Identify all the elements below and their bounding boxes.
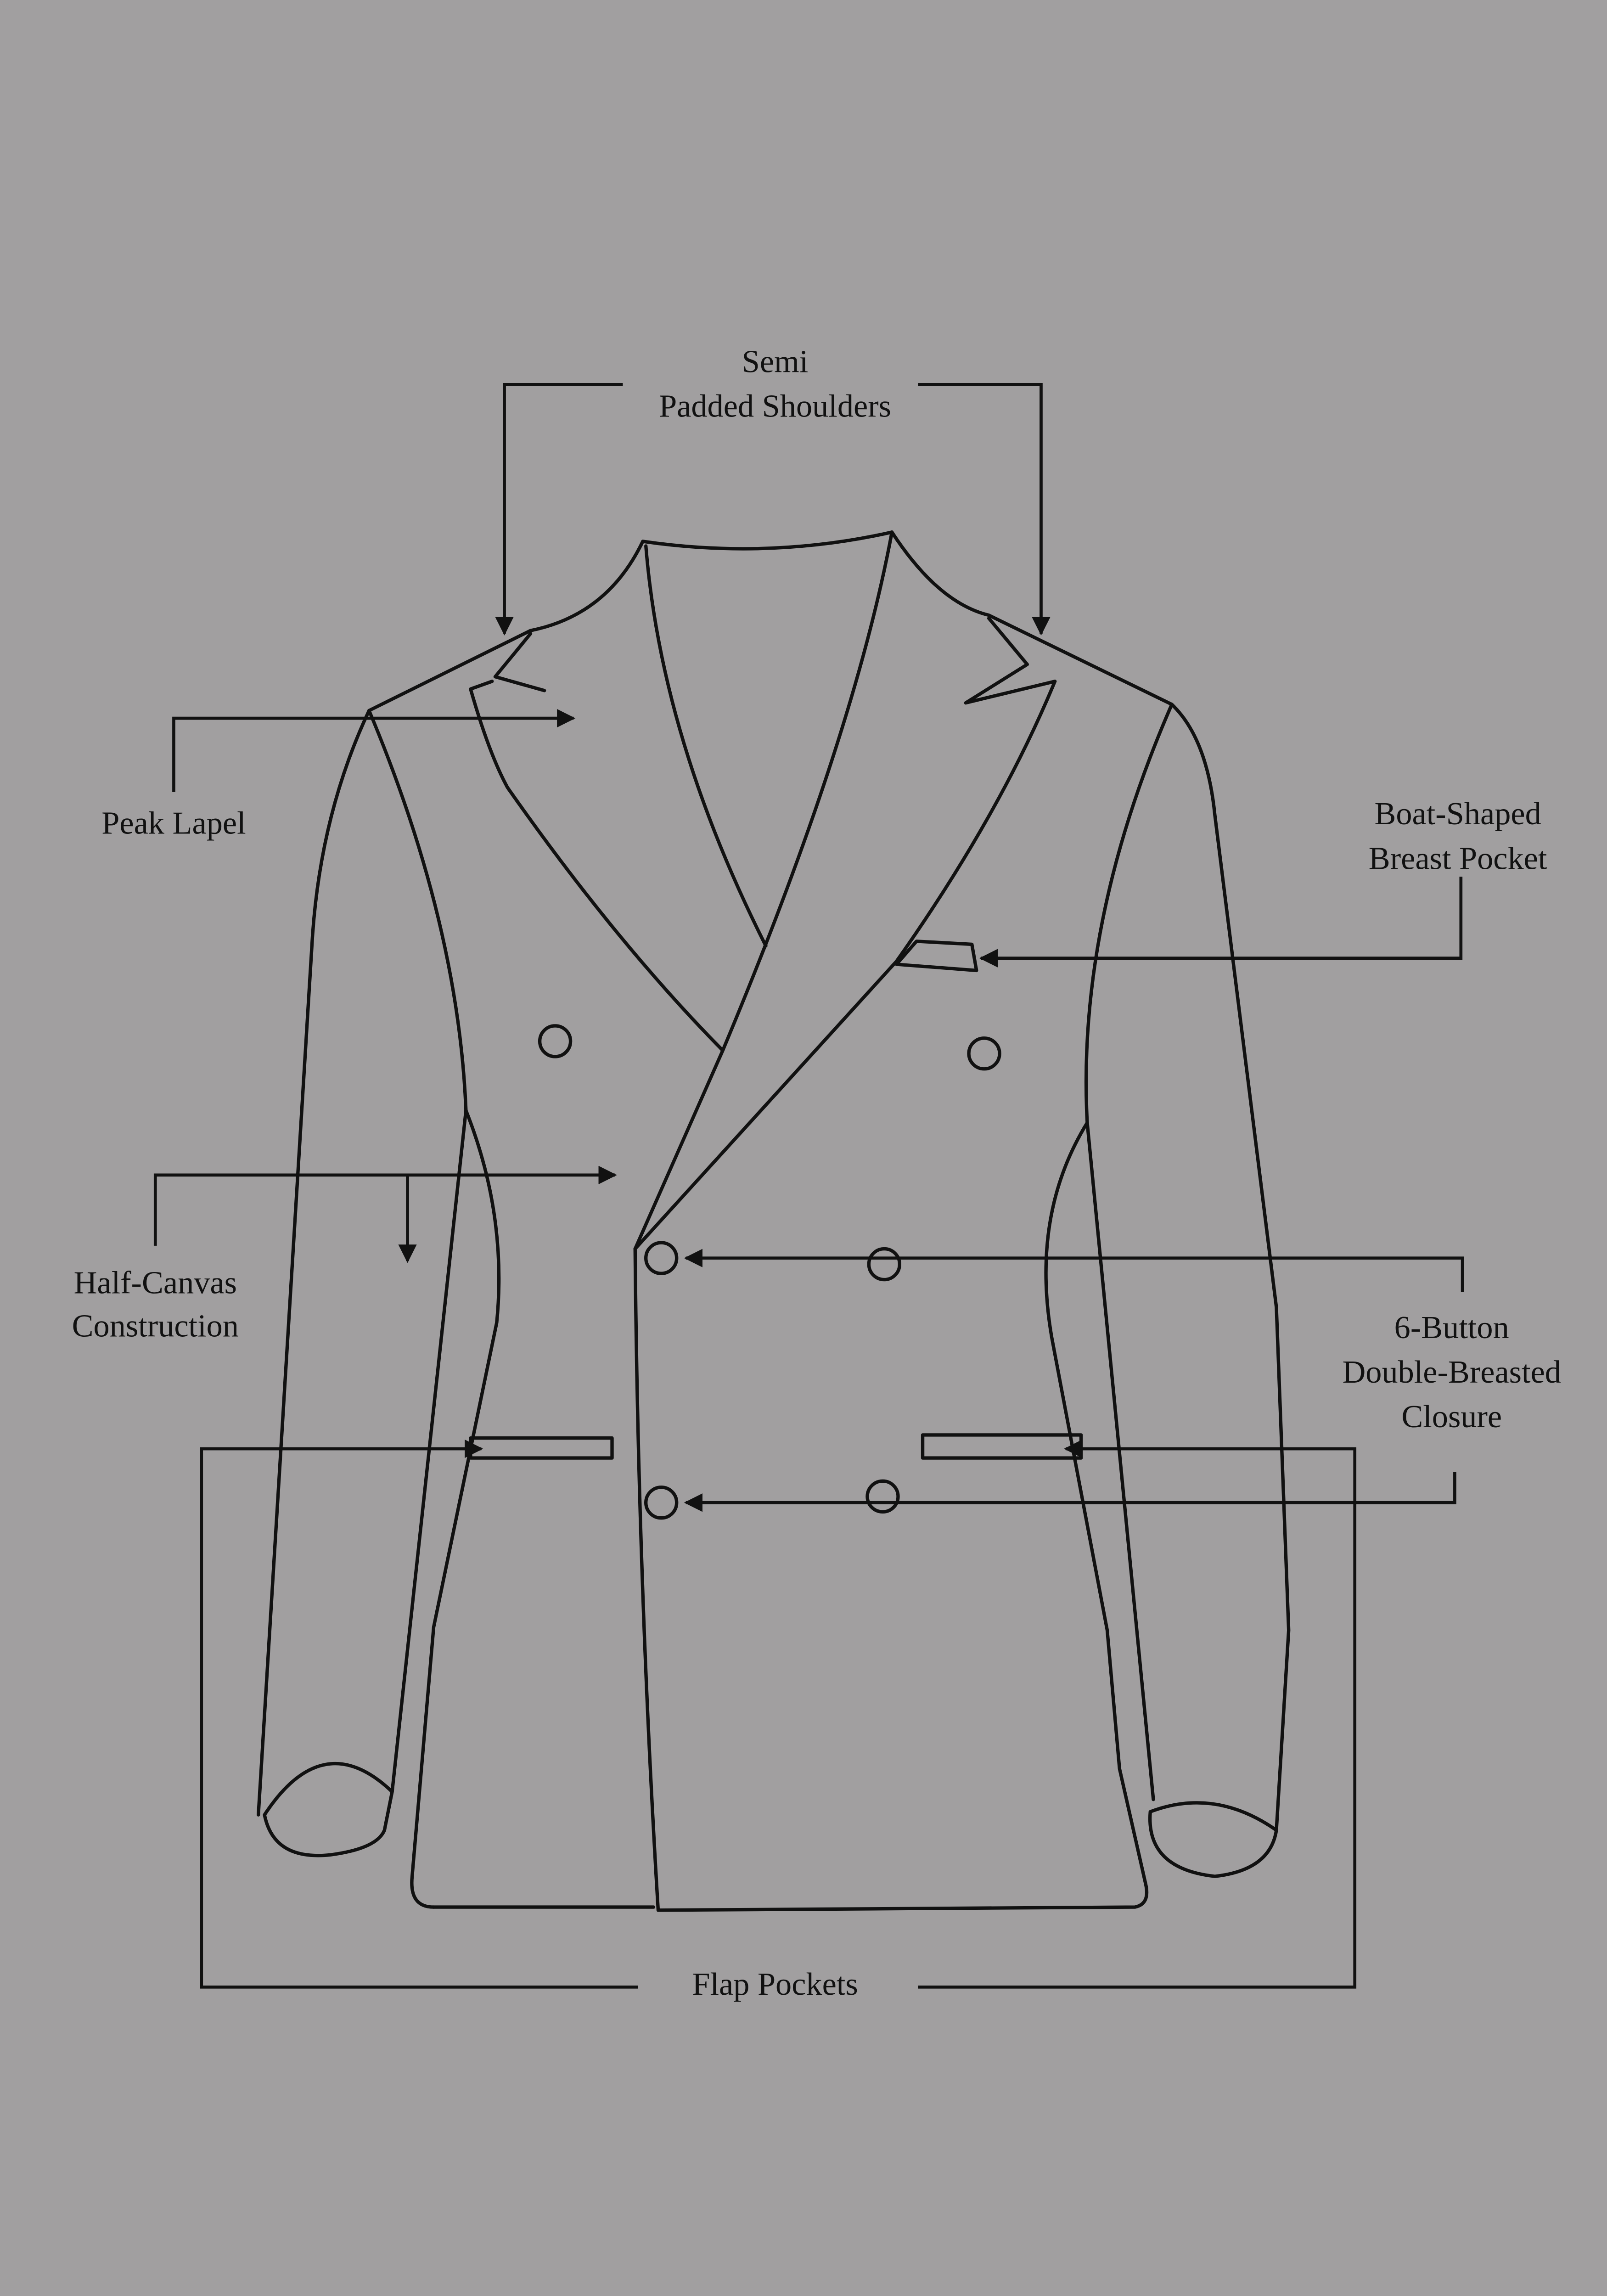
left-lapel-outer — [469, 680, 725, 1052]
left-arm-outer — [256, 709, 371, 1817]
hem — [432, 1121, 1149, 1912]
labels: Semi Padded Shoulders Peak Lapel Boat-Sh… — [72, 344, 1561, 2002]
right-cuff — [1148, 1801, 1278, 1878]
right-lapel-notch — [964, 616, 1057, 705]
label-lapel: Peak Lapel — [101, 805, 246, 841]
front-edge — [633, 1247, 660, 1912]
closure-arrow-bottom — [684, 1472, 1456, 1512]
right-lapel-outer — [633, 680, 1057, 1251]
flap-pocket-arrow-right — [918, 1439, 1357, 1989]
label-shoulders-2: Padded Shoulders — [659, 388, 891, 424]
breast-pocket — [894, 940, 978, 973]
label-breast-pocket-1: Boat-Shaped — [1374, 796, 1541, 832]
label-breast-pocket-2: Breast Pocket — [1369, 840, 1547, 876]
canvas-arrow — [153, 1165, 617, 1246]
collar — [641, 530, 894, 551]
left-cuff — [263, 1762, 394, 1857]
label-shoulders-1: Semi — [742, 344, 809, 380]
annotation-lines — [153, 383, 1464, 1989]
shoulders-arrow-right — [918, 383, 1051, 636]
right-arm-inner — [1085, 1121, 1155, 1801]
label-closure-1: 6-Button — [1394, 1310, 1509, 1345]
left-shoulder — [367, 540, 645, 713]
breast-pocket-arrow — [979, 877, 1463, 968]
button — [644, 1486, 679, 1520]
closure-arrow-top — [684, 1249, 1464, 1292]
right-lapel-inner — [633, 530, 894, 1251]
right-body-side — [1084, 703, 1174, 1125]
label-canvas-1: Half-Canvas — [74, 1265, 237, 1301]
right-arm-outer — [1170, 703, 1291, 1832]
label-closure-3: Closure — [1401, 1399, 1502, 1435]
left-lapel-inner — [644, 544, 768, 948]
button — [967, 1036, 1001, 1071]
lapel-arrow — [172, 709, 576, 792]
left-arm-inner — [390, 1109, 468, 1794]
right-shoulder — [890, 530, 1174, 706]
left-flap-pocket — [469, 1436, 614, 1460]
button — [865, 1479, 900, 1514]
right-flap-pocket — [921, 1433, 1083, 1460]
jacket-outline — [256, 530, 1291, 1912]
button — [867, 1247, 902, 1282]
left-side-seam — [410, 1109, 501, 1909]
button — [538, 1024, 573, 1058]
jacket-diagram: Semi Padded Shoulders Peak Lapel Boat-Sh… — [72, 343, 1561, 2003]
shoulders-arrow-left — [495, 383, 623, 636]
button — [644, 1241, 679, 1275]
label-closure-2: Double-Breasted — [1342, 1354, 1561, 1390]
flap-pocket-arrow-left — [200, 1439, 638, 1989]
left-body-side — [367, 709, 468, 1112]
label-flap-pockets: Flap Pockets — [692, 1966, 858, 2002]
left-lapel-notch — [493, 632, 546, 692]
label-canvas-2: Construction — [72, 1308, 239, 1344]
